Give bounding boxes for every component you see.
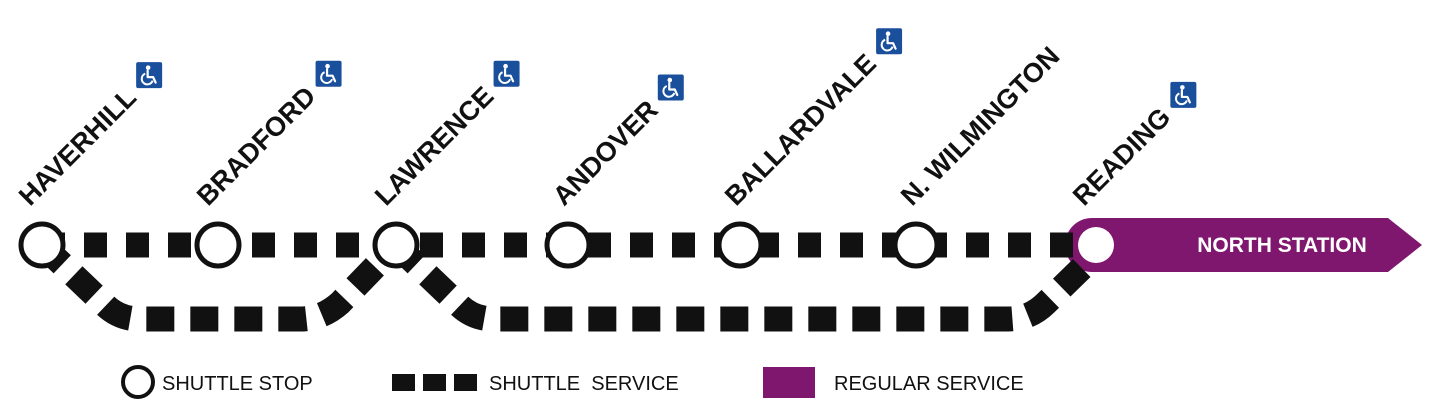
wheelchair-wheel xyxy=(662,85,676,98)
station-lawrence: LAWRENCE xyxy=(369,60,520,211)
legend-dash-segment xyxy=(423,374,446,391)
north-station-label: NORTH STATION xyxy=(1197,234,1367,257)
wheelchair-wheel xyxy=(140,72,154,86)
stop-marker-reading xyxy=(1078,227,1114,263)
legend: SHUTTLE STOP SHUTTLE SERVICE REGULAR SER… xyxy=(121,365,1024,399)
stop-marker-n-wilmington xyxy=(892,221,940,269)
wheelchair-body xyxy=(325,68,337,83)
wheelchair-accessible-icon xyxy=(876,28,903,55)
legend-shuttle-stop-label: SHUTTLE STOP xyxy=(162,373,313,395)
station-label-bradford: BRADFORD xyxy=(191,81,321,211)
stop-marker-andover xyxy=(544,221,592,269)
legend-dash-segment xyxy=(392,374,415,391)
station-haverhill: HAVERHILL xyxy=(13,62,163,211)
wheelchair-accessible-icon xyxy=(1170,81,1197,108)
wheelchair-head xyxy=(667,77,673,83)
wheelchair-accessible-icon xyxy=(493,60,520,87)
legend-shuttle-service-label: SHUTTLE SERVICE xyxy=(489,373,679,395)
wheelchair-body xyxy=(668,81,679,97)
stop-marker-ballardvale xyxy=(716,221,764,269)
station-andover: ANDOVER xyxy=(547,74,684,212)
station-reading: READING xyxy=(1067,81,1197,211)
legend-dash-swatch xyxy=(392,374,477,391)
station-label-n-wilmington: N. WILMINGTON xyxy=(895,41,1065,211)
wheelchair-head xyxy=(1180,85,1185,90)
station-ballardvale: BALLARDVALE xyxy=(719,28,903,211)
wheelchair-accessible-icon xyxy=(315,60,342,87)
station-label-andover: ANDOVER xyxy=(547,95,664,212)
wheelchair-wheel xyxy=(498,71,512,84)
wheelchair-body xyxy=(146,69,157,84)
legend-regular-service-label: REGULAR SERVICE xyxy=(834,373,1024,395)
wheelchair-body xyxy=(503,68,515,83)
station-label-ballardvale: BALLARDVALE xyxy=(719,48,882,211)
wheelchair-accessible-icon xyxy=(657,74,684,101)
stop-marker-lawrence xyxy=(372,221,420,269)
legend-dash-segment xyxy=(454,374,477,391)
stop-marker-bradford xyxy=(194,221,242,269)
wheelchair-body xyxy=(886,35,897,50)
wheelchair-head xyxy=(325,63,330,69)
station-label-reading: READING xyxy=(1067,102,1176,211)
station-label-haverhill: HAVERHILL xyxy=(13,82,142,211)
shuttle-bypass-lawrence-reading xyxy=(387,235,1101,332)
station-n-wilmington: N. WILMINGTON xyxy=(895,41,1065,211)
stations: HAVERHILL BRADFORD LAWRENCE ANDOVER BALLARDV… xyxy=(13,28,1197,269)
wheelchair-body xyxy=(1180,89,1191,104)
stop-marker-haverhill xyxy=(18,221,66,269)
wheelchair-head xyxy=(885,31,891,36)
shuttle-bypass-haverhill-lawrence xyxy=(33,235,405,332)
wheelchair-head xyxy=(503,63,508,69)
legend-stop-swatch xyxy=(121,365,155,399)
wheelchair-wheel xyxy=(320,71,334,84)
wheelchair-wheel xyxy=(1175,92,1188,106)
legend-regular-swatch xyxy=(763,367,815,398)
regular-service-arrow: NORTH STATION xyxy=(1065,218,1422,272)
station-label-lawrence: LAWRENCE xyxy=(369,81,499,211)
north-station-arrow-shape xyxy=(1065,218,1422,272)
wheelchair-wheel xyxy=(880,38,894,52)
wheelchair-accessible-icon xyxy=(136,62,163,89)
station-bradford: BRADFORD xyxy=(191,60,342,211)
wheelchair-head xyxy=(145,65,151,70)
